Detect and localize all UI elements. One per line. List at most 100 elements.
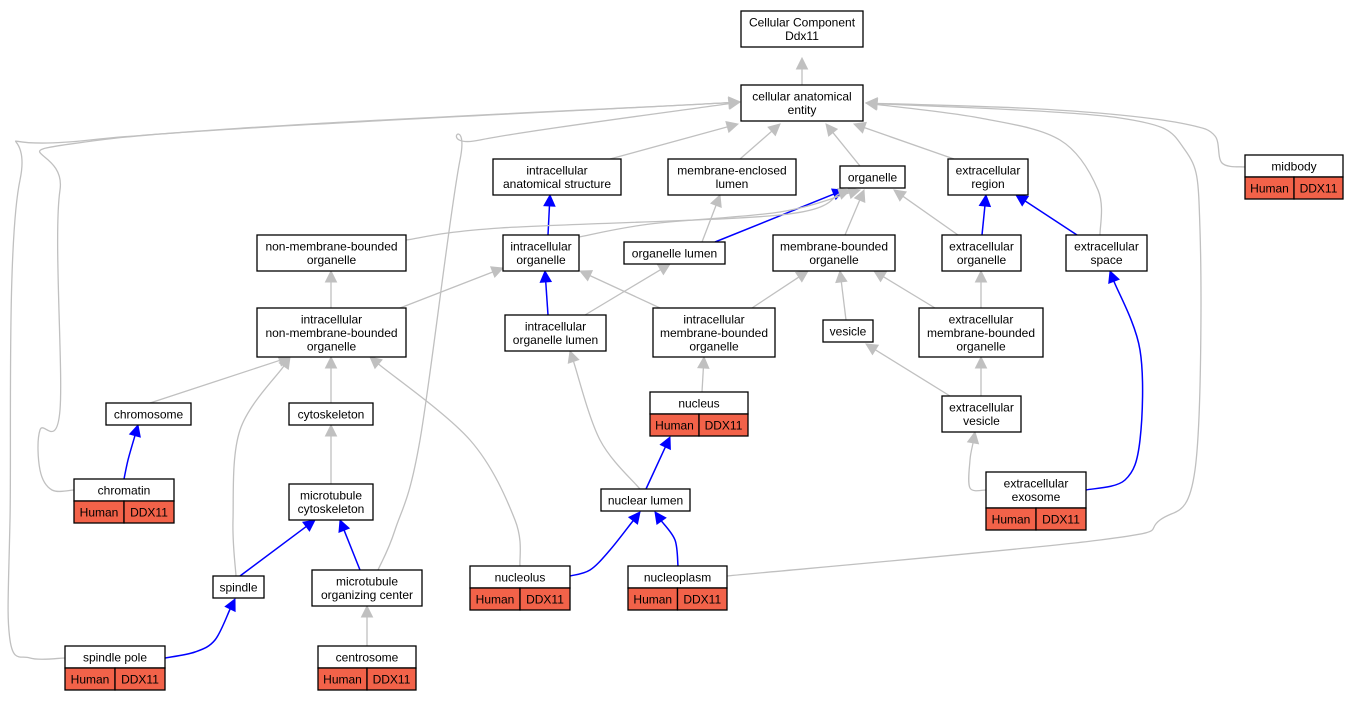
node-cyt[interactable]: cytoskeleton (288, 402, 374, 426)
arrowhead (835, 269, 848, 284)
species-label: Human (992, 512, 1031, 526)
edge-nl-to-iol (567, 349, 641, 490)
edge-inmbo-to-nmbo (324, 269, 338, 308)
arrowhead (974, 269, 988, 283)
edge-line (714, 193, 835, 243)
edge-line (902, 195, 959, 236)
node-label: organelle (956, 339, 1006, 353)
node-box (652, 307, 776, 358)
edge-nuc-to-imbo (697, 355, 710, 393)
arrowhead (873, 270, 888, 283)
node-label: organelle (809, 253, 859, 267)
arrowhead (1015, 194, 1030, 207)
arrowhead (794, 270, 809, 283)
node-label: intracellular (525, 320, 586, 334)
edge-line (584, 269, 661, 316)
edge-cyt-to-inmbo (324, 355, 338, 403)
edge-iol-to-io (539, 269, 553, 316)
node-label: nucleoplasm (644, 570, 711, 584)
edge-line (343, 529, 361, 571)
node-org[interactable]: organelle (839, 165, 906, 189)
node-label: exosome (1012, 490, 1061, 504)
edge-exo-to-exr (978, 193, 992, 236)
edge-ncl-to-inmbo (369, 356, 521, 567)
species-label: Human (1250, 181, 1289, 195)
edge-line (981, 205, 986, 236)
edge-nl-to-nuc (645, 435, 671, 490)
arrowhead (966, 430, 980, 445)
arrowhead (338, 518, 351, 534)
edge-cen-to-mtoc (360, 604, 374, 646)
edge-line (164, 608, 231, 659)
edge-line (660, 520, 679, 567)
edge-chm-to-chr (123, 423, 141, 480)
arrowhead (656, 263, 671, 276)
node-box (947, 158, 1029, 196)
node-label: extracellular (949, 240, 1014, 254)
edge-line (405, 193, 840, 241)
edge-ol-to-mel (701, 193, 722, 243)
node-label: intracellular (526, 164, 587, 178)
edge-chm-to-cae (37, 96, 742, 493)
node-chr[interactable]: chromosome (105, 402, 192, 426)
node-spi[interactable]: spindle (212, 575, 265, 599)
arrowhead (697, 355, 710, 369)
edge-line (149, 359, 280, 404)
gene-cell (123, 500, 175, 524)
arrowhead (795, 56, 809, 70)
node-label: nuclear lumen (608, 493, 683, 507)
edge-line (377, 102, 730, 571)
node-box (623, 241, 726, 265)
node-box (1065, 234, 1148, 272)
edge-line (232, 365, 285, 577)
node-box (822, 319, 874, 343)
node-nl[interactable]: nuclear lumen (600, 488, 691, 512)
node-ves[interactable]: vesicle (822, 319, 874, 343)
gene-cell (114, 667, 166, 691)
node-ol[interactable]: organelle lumen (623, 241, 726, 265)
node-box (288, 483, 374, 521)
gene-label: DDX11 (705, 418, 743, 432)
edge-imbo-to-io (578, 270, 661, 309)
node-box (212, 575, 265, 599)
node-label: microtubule (336, 575, 398, 589)
node-label: vesicle (963, 414, 1000, 428)
gene-label: DDX11 (683, 592, 721, 606)
edge-line (399, 271, 493, 309)
edge-line (378, 363, 521, 567)
node-inmbo[interactable]: intracellularnon-membrane-boundedorganel… (256, 307, 407, 358)
node-label: non-membrane-bounded (265, 326, 397, 340)
arrowhead (1108, 269, 1120, 284)
arrowhead (709, 193, 722, 208)
species-label: Human (323, 672, 362, 686)
edge-line (844, 199, 861, 236)
